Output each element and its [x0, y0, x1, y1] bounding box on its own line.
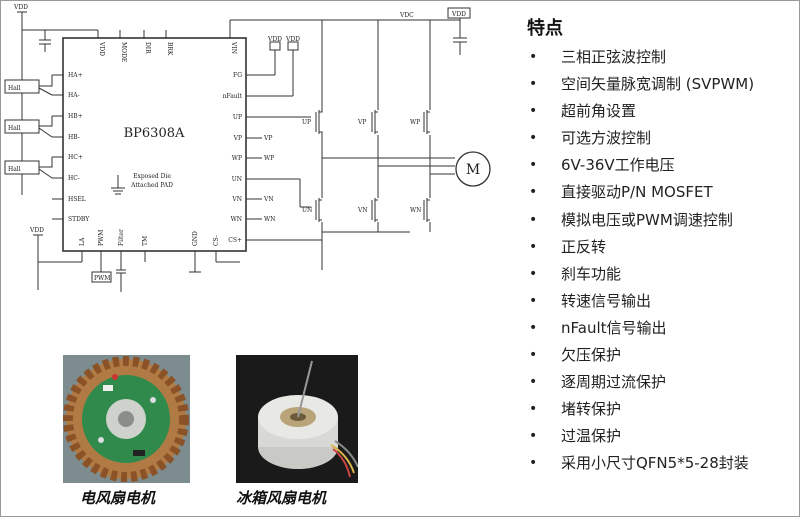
pin-hsel: HSEL [68, 196, 86, 203]
pin-cs-minus: CS- [213, 235, 220, 246]
chip-name: BP6308A [124, 126, 185, 141]
pin-fg: FG [233, 72, 242, 79]
net-wp: WP [264, 155, 274, 162]
features-list: 三相正弦波控制 空间矢量脉宽调制 (SVPWM) 超前角设置 可选方波控制 6V… [527, 44, 754, 478]
feature-item: 转速信号输出 [527, 288, 754, 315]
feature-item: 超前角设置 [527, 98, 754, 125]
pin-pwm: PWM [98, 230, 105, 246]
net-wn: WN [264, 216, 275, 223]
pin-ha-minus: HA- [68, 92, 80, 99]
fet-wn: WN [410, 207, 421, 214]
feature-item: 三相正弦波控制 [527, 44, 754, 71]
fridge-motor-photo [236, 355, 358, 483]
pin-la: LA [79, 237, 86, 246]
fet-wp: WP [410, 119, 420, 126]
pin-cs-plus: CS+ [228, 237, 242, 244]
feature-item: 模拟电压或PWM调速控制 [527, 207, 754, 234]
feature-item: 堵转保护 [527, 396, 754, 423]
pin-wn: WN [231, 216, 242, 223]
pin-vn: VN [231, 196, 242, 203]
pad-label-1: Exposed Die [133, 173, 171, 180]
left-pin-labels: HA+ HA- HB+ HB- HC+ HC- HSEL STDBY [68, 72, 90, 223]
hall-label-c: Hall [8, 166, 21, 173]
pin-mode: MODE [120, 42, 127, 62]
vin-box-label: VDD [451, 11, 466, 18]
hall-label-a: Hall [8, 85, 21, 92]
feature-item: 直接驱动P/N MOSFET [527, 179, 754, 206]
pin-brk: BRK [166, 42, 173, 56]
pin-hb-plus: HB+ [68, 113, 83, 120]
hall-label-b: Hall [8, 125, 21, 132]
feature-item: 6V-36V工作电压 [527, 152, 754, 179]
vdd-label-topleft: VDD [13, 4, 28, 11]
pin-un: UN [232, 176, 242, 183]
vdd-label-bottomleft: VDD [29, 227, 44, 234]
feature-item: 采用小尺寸QFN5*5-28封装 [527, 450, 754, 477]
vdd-label-nfault: VDD [285, 36, 300, 43]
pin-vp: VP [233, 135, 242, 142]
feature-item: nFault信号输出 [527, 315, 754, 342]
pin-dir: DIR [144, 42, 151, 54]
right-pin-labels: FG nFault UP VP WP UN VN WN CS+ [223, 72, 243, 244]
pin-hc-plus: HC+ [68, 154, 83, 161]
feature-item: 刹车功能 [527, 261, 754, 288]
fet-up: UP [302, 119, 311, 126]
vdd-label-fg: VDD [267, 36, 282, 43]
pin-stdby: STDBY [68, 216, 90, 223]
pin-up: UP [233, 114, 242, 121]
ic-body [62, 37, 247, 252]
features-title: 特点 [527, 18, 563, 39]
pin-vdd: VDD [98, 41, 105, 56]
pad-label-2: Attached PAD [130, 182, 173, 189]
fan-motor-photo [63, 355, 190, 483]
vdc-label: VDC [399, 12, 414, 19]
feature-item: 逐周期过流保护 [527, 369, 754, 396]
fridge-motor-caption: 冰箱风扇电机 [236, 489, 327, 507]
pin-tm: TM [142, 236, 149, 246]
pin-hc-minus: HC- [68, 175, 80, 182]
feature-item: 可选方波控制 [527, 125, 754, 152]
pin-hb-minus: HB- [68, 134, 80, 141]
feature-item: 正反转 [527, 234, 754, 261]
net-vp: VP [263, 135, 272, 142]
pin-filter: Filter [118, 229, 125, 246]
feature-item: 过温保护 [527, 423, 754, 450]
motor-label: M [466, 162, 480, 178]
top-pin-labels: VDD MODE DIR BRK VIN [98, 41, 237, 62]
feature-item: 欠压保护 [527, 342, 754, 369]
pin-vin: VIN [230, 41, 237, 54]
pin-gnd: GND [192, 231, 199, 246]
bottom-pin-labels: LA PWM Filter TM GND CS- [79, 229, 220, 246]
pin-nfault: nFault [223, 93, 243, 100]
feature-item: 空间矢量脉宽调制 (SVPWM) [527, 71, 754, 98]
net-vn: VN [263, 196, 274, 203]
pwm-box-label: PWM [94, 275, 110, 282]
fan-motor-caption: 电风扇电机 [80, 489, 156, 507]
fet-vp: VP [357, 119, 366, 126]
fet-vn: VN [357, 207, 368, 214]
fet-un: UN [302, 207, 312, 214]
schematic: BP6308A Exposed Die Attached PAD HA+ HA-… [4, 4, 491, 292]
pin-ha-plus: HA+ [68, 72, 83, 79]
pin-wp: WP [232, 155, 242, 162]
